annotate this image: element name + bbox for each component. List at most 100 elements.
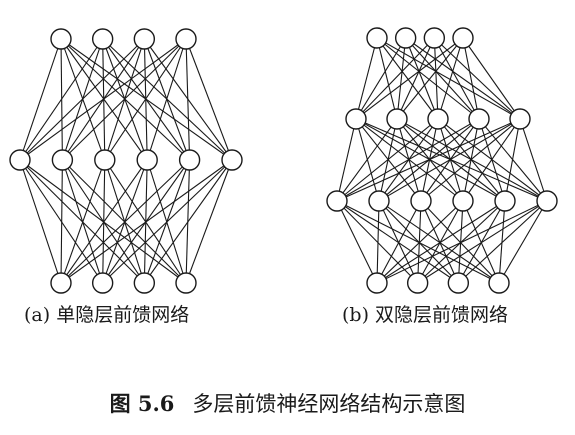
net-a-connection bbox=[60, 159, 233, 284]
net-b-node-layer-4 bbox=[488, 272, 510, 294]
net-a-node-layer-2 bbox=[178, 149, 201, 171]
net-b-connection bbox=[433, 37, 480, 120]
net-a-connection bbox=[60, 159, 106, 284]
net-b-connection bbox=[336, 118, 521, 202]
caption-single-hidden-layer: (a) 单隐层前馈网络 bbox=[24, 304, 190, 326]
net-b-node-layer-3 bbox=[368, 190, 390, 212]
net-b-node-layer-3 bbox=[494, 190, 516, 212]
net-a-connection bbox=[104, 38, 187, 161]
net-a-connection bbox=[60, 159, 148, 284]
net-b-node-layer-3 bbox=[536, 190, 558, 212]
net-b-node-layer-4 bbox=[366, 272, 388, 294]
net-b-node-layer-1 bbox=[423, 27, 446, 49]
net-a-node-layer-2 bbox=[136, 149, 158, 171]
figure-caption: 图 5.6 多层前馈神经网络结构示意图 bbox=[0, 390, 575, 418]
net-a-connection bbox=[19, 38, 104, 161]
net-b-node-layer-2 bbox=[427, 108, 449, 130]
net-b-connection bbox=[376, 37, 480, 120]
net-b-connection bbox=[378, 200, 419, 284]
net-a-connection bbox=[62, 38, 187, 161]
net-b-connection bbox=[336, 118, 439, 202]
net-b-connection bbox=[504, 118, 521, 202]
net-b-connection bbox=[519, 118, 548, 202]
net-b-connection bbox=[376, 200, 548, 284]
net-b-connection bbox=[336, 200, 459, 284]
net-b-connection bbox=[396, 37, 464, 120]
net-a-connection bbox=[143, 159, 233, 284]
net-b-connection bbox=[336, 118, 480, 202]
net-b-connection bbox=[376, 200, 506, 284]
net-a-connection bbox=[19, 38, 62, 161]
net-b-connection bbox=[405, 37, 480, 120]
net-b-connection bbox=[457, 200, 548, 284]
net-b-connection bbox=[462, 118, 521, 202]
net-a-connection bbox=[60, 159, 190, 284]
net-b-node-layer-3 bbox=[326, 190, 348, 212]
caption-double-hidden-layer: (b) 双隐层前馈网络 bbox=[342, 304, 509, 326]
net-b-connection bbox=[376, 200, 380, 284]
net-a-connection bbox=[146, 38, 187, 161]
net-a-node-layer-2 bbox=[94, 149, 116, 171]
net-b-node-layer-2 bbox=[386, 108, 408, 130]
net-a-node-layer-2 bbox=[9, 149, 31, 171]
net-b-connection bbox=[336, 118, 357, 202]
net-b-connection bbox=[336, 118, 398, 202]
net-b-connection bbox=[378, 200, 459, 284]
double-hidden-layer-network bbox=[326, 27, 558, 294]
net-b-connection bbox=[498, 200, 548, 284]
net-b-node-layer-3 bbox=[452, 190, 474, 212]
net-b-connection bbox=[462, 37, 480, 120]
net-a-connection bbox=[19, 38, 145, 161]
net-a-connection bbox=[185, 38, 191, 161]
net-b-node-layer-2 bbox=[468, 108, 490, 130]
net-a-node-layer-3 bbox=[91, 272, 114, 294]
net-b-connection bbox=[355, 37, 407, 120]
net-a-node-layer-3 bbox=[175, 272, 197, 294]
net-b-node-layer-4 bbox=[447, 272, 470, 294]
net-b-connection bbox=[433, 37, 521, 120]
net-b-connection bbox=[396, 37, 435, 120]
net-a-connection bbox=[19, 159, 62, 284]
net-a-connection bbox=[185, 159, 233, 284]
net-b-connection bbox=[433, 37, 439, 120]
net-b-node-layer-1 bbox=[366, 27, 388, 49]
net-b-connection bbox=[437, 37, 464, 120]
net-a-node-layer-1 bbox=[175, 28, 197, 50]
net-b-connection bbox=[405, 37, 521, 120]
net-b-connection bbox=[376, 200, 422, 284]
net-b-connection bbox=[376, 37, 398, 120]
net-a-node-layer-1 bbox=[133, 28, 156, 50]
net-b-node-layer-3 bbox=[410, 190, 432, 212]
net-b-connection bbox=[462, 200, 500, 284]
net-a-node-layer-3 bbox=[133, 272, 156, 294]
net-a-node-layer-2 bbox=[51, 149, 74, 171]
net-a-connection bbox=[19, 38, 187, 161]
net-b-connection bbox=[355, 37, 464, 120]
net-b-connection bbox=[420, 200, 500, 284]
net-a-node-layer-1 bbox=[50, 28, 72, 50]
net-a-connection bbox=[60, 159, 63, 284]
net-b-node-layer-1 bbox=[452, 27, 474, 49]
net-b-connection bbox=[420, 200, 459, 284]
net-b-connection bbox=[376, 37, 439, 120]
net-a-connection bbox=[102, 159, 233, 284]
net-b-node-layer-4 bbox=[406, 272, 429, 294]
net-b-connection bbox=[420, 118, 521, 202]
net-b-node-layer-2 bbox=[345, 108, 367, 130]
net-b-connection bbox=[378, 200, 500, 284]
network-diagrams bbox=[9, 27, 558, 294]
net-b-connection bbox=[378, 118, 521, 202]
net-b-node-layer-2 bbox=[509, 108, 531, 130]
figure-number: 图 5.6 bbox=[109, 391, 175, 416]
figure-title: 多层前馈神经网络结构示意图 bbox=[192, 392, 466, 416]
net-b-connection bbox=[355, 37, 378, 120]
net-a-node-layer-2 bbox=[221, 149, 243, 171]
net-a-connection bbox=[185, 38, 233, 161]
net-b-connection bbox=[376, 37, 521, 120]
single-hidden-layer-network bbox=[9, 28, 243, 294]
net-b-connection bbox=[396, 37, 407, 120]
net-a-node-layer-1 bbox=[91, 28, 114, 50]
net-b-connection bbox=[462, 37, 521, 120]
net-b-connection bbox=[336, 200, 378, 284]
net-b-connection bbox=[405, 37, 439, 120]
